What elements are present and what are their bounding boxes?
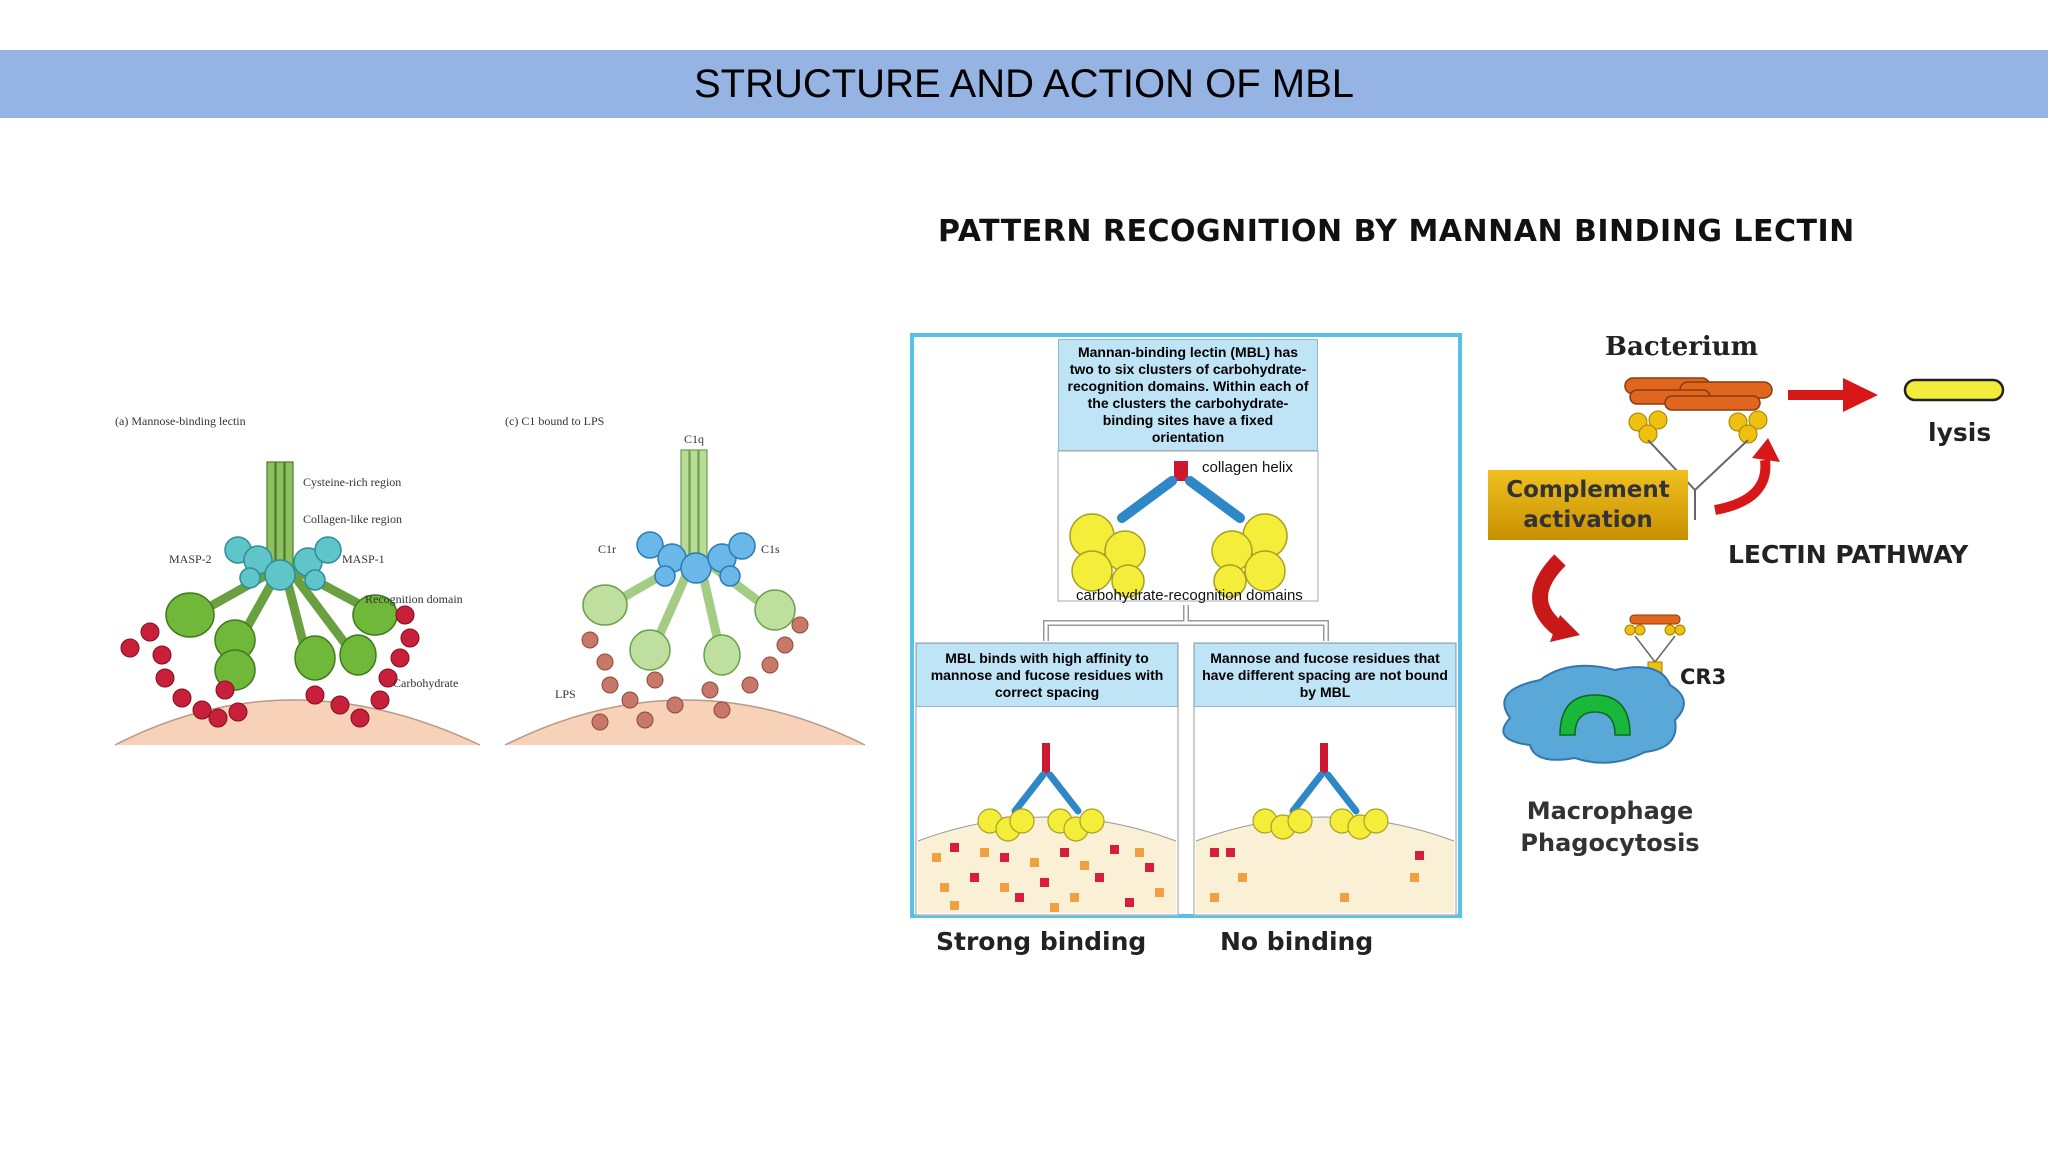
label-masp1: MASP-1 — [342, 552, 385, 566]
slide-title: STRUCTURE AND ACTION OF MBL — [693, 61, 1355, 106]
no-binding-label: No binding — [1220, 927, 1374, 956]
label-lps: LPS — [555, 687, 576, 701]
pattern-recognition-heading: PATTERN RECOGNITION BY MANNAN BINDING LE… — [938, 214, 1855, 249]
macrophage-phagocytosis-label: Macrophage Phagocytosis — [1505, 795, 1715, 859]
mbl-crd-illustration — [915, 450, 1457, 916]
macrophage-label: Macrophage — [1526, 797, 1694, 825]
strong-binding-box: MBL binds with high affinity to mannose … — [916, 643, 1178, 707]
lectin-pathway-illustration — [1502, 377, 2005, 764]
label-c1r: C1r — [598, 542, 616, 556]
label-masp2: MASP-2 — [169, 552, 212, 566]
collagen-helix-label: collagen helix — [1202, 459, 1293, 476]
panel-c-caption: (c) C1 bound to LPS — [505, 414, 605, 428]
strong-binding-label: Strong binding — [936, 927, 1147, 956]
label-collagen-like: Collagen-like region — [303, 512, 402, 526]
label-recognition-domain: Recognition domain — [365, 592, 463, 606]
lysis-label: lysis — [1928, 418, 1992, 447]
label-cysteine-rich: Cysteine-rich region — [303, 475, 402, 489]
lectin-pathway-label: LECTIN PATHWAY — [1728, 540, 1969, 569]
panel-a-caption: (a) Mannose-binding lectin — [115, 414, 246, 428]
no-binding-box: Mannose and fucose residues that have di… — [1194, 643, 1456, 707]
label-c1s: C1s — [761, 542, 780, 556]
phagocytosis-label: Phagocytosis — [1520, 829, 1700, 857]
label-c1q: C1q — [684, 432, 705, 446]
bacterium-label: Bacterium — [1605, 332, 1759, 362]
mbl-structure-figure: (a) Mannose-binding lectin Cysteine-rich… — [110, 400, 870, 760]
complement-activation-box: Complement activation — [1488, 470, 1688, 540]
crd-label: carbohydrate-recognition domains — [1076, 587, 1303, 604]
mbl-description-box: Mannan-binding lectin (MBL) has two to s… — [1058, 339, 1318, 451]
slide-title-bar: STRUCTURE AND ACTION OF MBL — [0, 50, 2048, 118]
mbl-binding-panel: Mannan-binding lectin (MBL) has two to s… — [910, 333, 1462, 918]
mbl-structure-illustration — [114, 449, 866, 746]
cr3-label: CR3 — [1680, 665, 1727, 689]
label-carbohydrate: Carbohydrate — [393, 676, 459, 690]
